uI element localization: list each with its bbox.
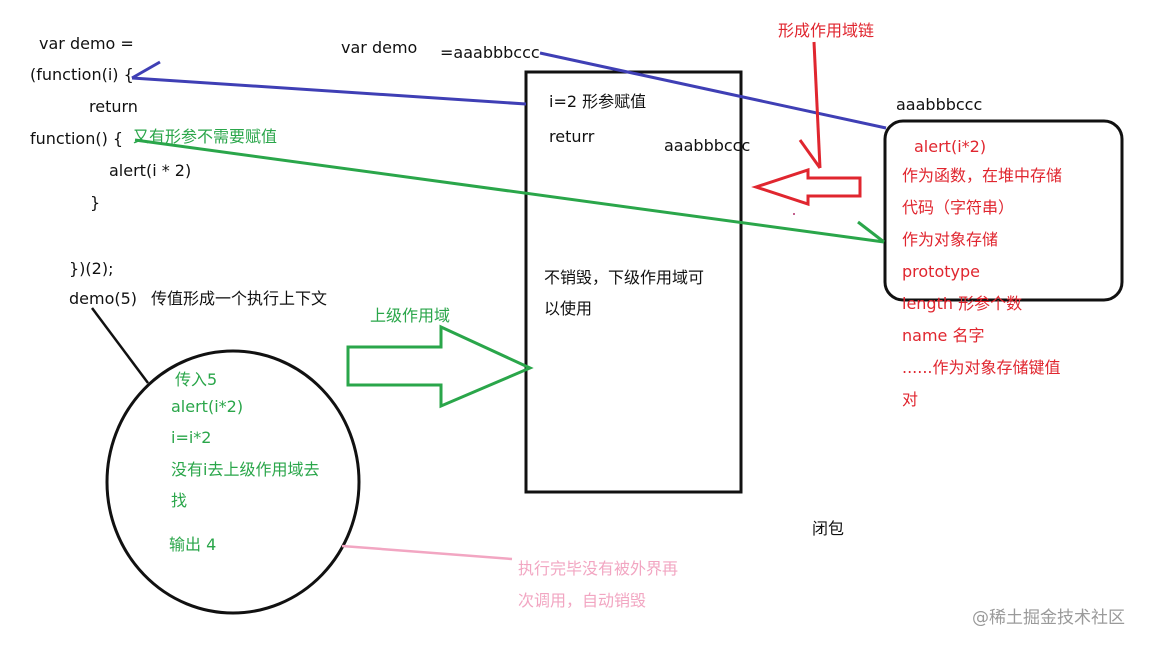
stray-dot — [793, 213, 795, 215]
code-line-function-i: (function(i) { — [30, 65, 134, 84]
green-block-arrow — [346, 324, 534, 409]
destroy-note-line-1: 执行完毕没有被外界再 — [518, 559, 679, 578]
scope-box-param: i=2 形参赋值 — [549, 92, 647, 111]
heap-line-prototype: prototype — [902, 262, 980, 281]
var-demo-label: var demo — [341, 38, 418, 57]
blue-link-scope-to-function — [131, 76, 527, 106]
demo-call-pointer — [90, 307, 150, 384]
code-line-alert: alert(i * 2) — [109, 161, 192, 180]
scope-box-return: returr — [549, 127, 595, 146]
red-scope-chain-head — [798, 139, 822, 169]
heap-address: aaabbbccc — [896, 95, 983, 114]
heap-line-length: length 形参个数 — [902, 294, 1023, 313]
blue-link-assign-to-heap — [539, 51, 887, 130]
blue-arrowhead — [131, 60, 161, 80]
destroy-note-line-2: 次调用，自动销毁 — [518, 591, 647, 610]
heap-line-pair: 对 — [902, 390, 919, 409]
heap-line-alert: alert(i*2) — [914, 137, 987, 156]
code-line-var-demo: var demo = — [39, 34, 134, 53]
circle-line-assign: i=i*2 — [171, 428, 212, 447]
upper-scope-label: 上级作用域 — [370, 306, 451, 325]
watermark: @稀土掘金技术社区 — [972, 608, 1125, 628]
execution-context-circle — [105, 349, 361, 615]
heap-line-name: name 名字 — [902, 326, 985, 345]
closure-label: 闭包 — [812, 519, 845, 538]
code-line-iife-call: })(2); — [69, 259, 114, 278]
green-link-function-to-heap — [134, 138, 885, 244]
circle-line-alert: alert(i*2) — [171, 397, 244, 416]
heap-box — [883, 119, 1124, 302]
heap-line-object-store: 作为对象存储 — [902, 230, 999, 249]
scope-box-address: aaabbbccc — [664, 136, 751, 155]
heap-line-code-string: 代码（字符串） — [902, 198, 1015, 217]
code-line-close-brace: } — [90, 193, 101, 212]
demo-call-note: 传值形成一个执行上下文 — [151, 289, 328, 308]
pink-destroy-pointer — [341, 544, 513, 561]
red-block-arrow — [751, 167, 862, 207]
var-demo-assign: =aaabbbccc — [440, 43, 540, 62]
inner-function-note: 又有形参不需要赋值 — [133, 127, 278, 146]
circle-line-output: 输出 4 — [169, 535, 217, 554]
red-scope-chain-line — [812, 41, 822, 169]
scope-box-note-1: 不销毁，下级作用域可 — [544, 268, 705, 287]
scope-chain-label: 形成作用域链 — [778, 21, 875, 40]
heap-line-function-store: 作为函数，在堆中存储 — [902, 166, 1063, 185]
heap-line-key-value: ......作为对象存储键值 — [902, 358, 1061, 377]
code-line-demo-call: demo(5) — [69, 289, 138, 308]
scope-box-note-2: 以使用 — [544, 299, 593, 318]
code-line-return: return — [89, 97, 138, 116]
circle-line-find: 找 — [171, 491, 188, 510]
code-line-inner-function: function() { — [30, 129, 124, 148]
green-arrowhead — [857, 220, 885, 244]
circle-line-lookup: 没有i去上级作用域去 — [171, 460, 320, 479]
circle-line-pass-5: 传入5 — [175, 370, 218, 389]
